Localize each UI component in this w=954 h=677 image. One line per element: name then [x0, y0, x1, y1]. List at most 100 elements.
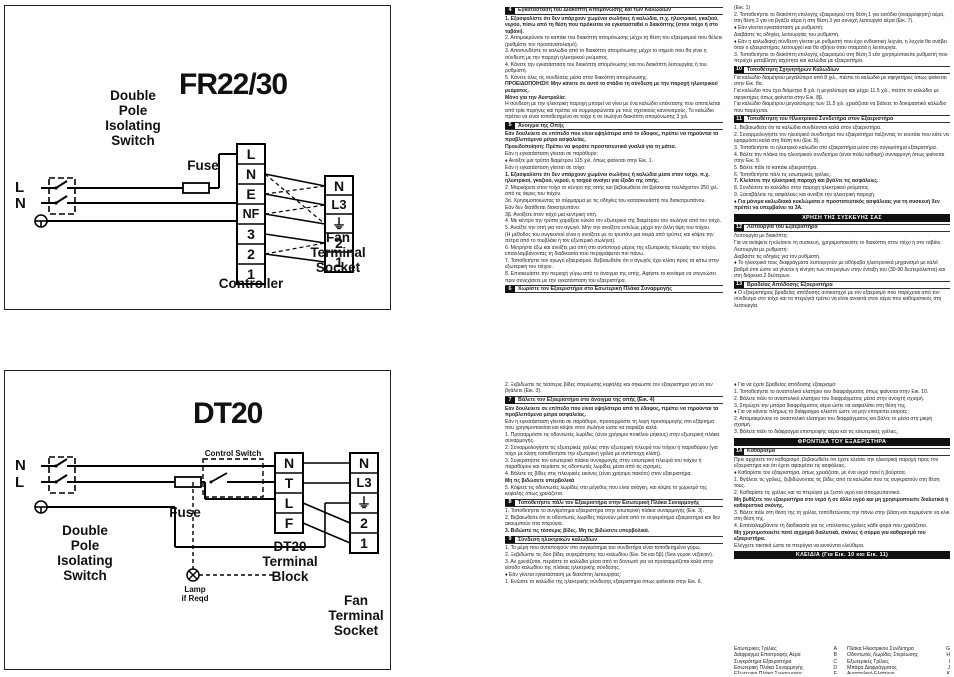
paragraph: 6. Τοποθετήστε πάλι τις εσωτερικές γρίλι… — [734, 171, 832, 178]
fr2230-title: FR22/30 — [179, 68, 288, 101]
paragraph: 7. Τοποθετήστε τον αγωγό εξαερισμού. Βεβ… — [505, 258, 720, 271]
dt20-fan-terminal-earth: ⏚ — [357, 495, 371, 511]
dt20-control-switch-label: Control Switch — [204, 449, 262, 458]
paragraph: 3. Συγκρατήστε τον εσωτερικό πλάκα συναρ… — [505, 457, 702, 471]
paragraph: ♦ Καθαρίστε τον εξαεριστήρα, όπως χρειάζ… — [734, 470, 907, 477]
section-number: 14 — [734, 448, 744, 456]
dt20-block-terminal-f: F — [284, 515, 294, 531]
key-item-letter: E — [833, 671, 837, 674]
dt20-fan-label: Fan Terminal Socket — [328, 593, 384, 638]
paragraph: 2. Συναρμολογήστε τις εξωτερικές γρίλιες… — [505, 444, 718, 458]
dt20-fuse-label: Fuse — [169, 505, 201, 520]
paragraph: 2. Καθαρίστε τις γρίλιες και τα πτερύγια… — [734, 490, 901, 497]
dt20-switch-label: Double Pole Isolating Switch — [57, 523, 113, 583]
paragraph: 4. Επαναλαμβάνετε τη διαδικασία για τις … — [734, 523, 928, 530]
key-item-label: Εξωτερική Πλάκα Συναρμογής — [734, 671, 803, 674]
paragraph: ♦ Εάν η καλωδιακή σύνδεση γίνεται με ρυθ… — [734, 38, 947, 51]
paragraph: 2. Βεβαιωθείτε ότι οι οδοντωτές λωρίδες … — [505, 515, 721, 528]
paragraph: 3. Τοποθετήστε το διακόπτη επιλογής εξαε… — [734, 51, 948, 64]
dt20-block-label: DT20 Terminal Block — [262, 539, 318, 584]
dt20-diagram-panel: DT20 N L Double Pole Isolating Switch Fu… — [4, 370, 391, 670]
key-item-letter: J — [947, 664, 950, 671]
fr2230-fan-terminal-l3: L3 — [331, 197, 347, 212]
paragraph: ♦ Εάν γίνεται εγκατάσταση με ρυθμιστή: — [734, 24, 824, 31]
text-column-3: 2. Ξεβιδώστε τις τέσσερις βίδες στερέωση… — [505, 382, 723, 674]
paragraph: 3. Αποσυνδέστε το καλώδιο από το διακόπτ… — [505, 48, 707, 61]
section-title: Λειτουργία του Εξαεριστήρα — [747, 224, 818, 231]
paragraph: 1. Βγάλετε τις γρίλιες, ξεβιδώνοντας τις… — [734, 477, 940, 490]
key-item: Εσωτερικές Γρίλιες A — [734, 646, 837, 652]
paragraph: Εάν η εγκατάσταση γίνεται σε παράθυρο: — [505, 151, 598, 158]
paragraph: Διαβάστε τις οδηγίες για τον ρυθμιστή. — [734, 253, 821, 260]
fr2230-fuse-label: Fuse — [187, 158, 219, 173]
section-title: Τοποθέτηση Σχηνητήρων Καλωδίων — [747, 66, 840, 73]
paragraph: Μόνο για την Αυστραλία: — [505, 94, 566, 101]
paragraph: 1. Τοποθετήστε το αναστολικό ελατήριο το… — [734, 388, 929, 395]
paragraph: Η σύνδεση με την ηλεκτρική παροχή μπορεί… — [505, 101, 721, 120]
fr2230-fan-terminal-n: N — [333, 178, 345, 194]
paragraph: ♦ Ο εξαεριστήρας βραδείας απόδοσης αντικ… — [734, 290, 942, 309]
key-item-letter: H — [946, 652, 950, 659]
fr2230-fan-terminal-earth: ⏚ — [332, 216, 346, 232]
key-item-label: Αναστολικό Ελατήριο — [847, 671, 895, 674]
fr2230-diagram-panel: FR22/30 Double Pole Isolating Switch Fus… — [4, 5, 391, 310]
dt20-fan-terminal-2: 2 — [360, 515, 368, 531]
chapter-bar: ΚΛΕΙΔΙΑ (Για Εικ. 10 και Εικ. 11) — [734, 551, 950, 560]
fr2230-fan-terminal-2: 2 — [335, 235, 343, 251]
paragraph: 4. Βάλτε την πλάκα του ηλεκτρικού συνδετ… — [734, 151, 945, 164]
section-title: Βραδείας Απόδοσης Εξαεριστήρα — [747, 281, 833, 288]
fr2230-ctrl-terminal-2: 2 — [247, 246, 255, 262]
paragraph: 4. Με κέντρο την τρύπα χαράξετε κύκλο το… — [505, 218, 722, 225]
paragraph: 5. Ανοίξτε την οπή για τον αγωγό. Μην τη… — [505, 225, 711, 232]
paragraph: Μη τις βιδώσετε υπερβολικά — [505, 477, 575, 484]
section-title: Βάλετε τον Εξαεριστήρα στο άνοιγμα της ο… — [518, 396, 655, 403]
paragraph: 2. Βάλετε πάλι το αναστολικό ελατήριο το… — [734, 395, 925, 402]
key-item-letter: A — [833, 646, 837, 652]
dt20-block-terminal-n: N — [283, 455, 295, 471]
section-number: 7 — [505, 396, 515, 404]
paragraph: 1. Ενώστε το καλώδιο της ηλεκτρικής σύνδ… — [505, 578, 703, 585]
dt20-fan-terminal-n: N — [358, 455, 370, 471]
dt20-wiring-lines — [34, 452, 379, 582]
paragraph: 3. Βάλετε πάλι το διάφραγμα επιστροφής α… — [734, 429, 899, 436]
paragraph: 1. Εξασφαλίστε ότι δεν υπάρχουν χωμένοι … — [505, 16, 719, 35]
paragraph: Ελέγχετε τακτικά ώστε τα πτερύγια να κιν… — [734, 543, 865, 550]
paragraph: 2. Ξεβιδώστε τις δύο βίδες συγκράτησης τ… — [505, 552, 714, 559]
section-title: Χωρίστε τον Εξαεριστήρα στο Εσωτερική Πλ… — [518, 286, 673, 293]
paragraph: 2. Απομακρύνετε το αναστολικό ελατήριο τ… — [734, 416, 933, 429]
paragraph: 3. Σπρώχτε την μπάρα διαφράγματος αέρα ώ… — [734, 402, 907, 409]
section-number: 11 — [734, 115, 744, 123]
paragraph: Μη βυθίζετε τον εξαεριστήρα στο νερό ή σ… — [734, 496, 949, 510]
paragraph: Λειτουργία με ρυθμιστή: — [734, 246, 788, 253]
paragraph: 8. Συνδέσετε το καλώδιο στην παροχή ηλεκ… — [734, 185, 870, 192]
paragraph: 5. Βάλτε πάλι το καπάκι εξαεριστήρα. — [734, 164, 818, 171]
paragraph: Για καλώδιο που έχει διάμετρο 8 χιλ. ή μ… — [734, 88, 939, 101]
fr2230-ctrl-terminal-nf: NF — [242, 207, 260, 221]
key-item: Εξωτερική Πλάκα Συναρμογής E — [734, 671, 837, 674]
fr2230-l-label: L — [15, 179, 25, 196]
key-item-letter: D — [833, 664, 837, 671]
key-item-label: Εσωτερικές Γρίλιες — [734, 646, 777, 652]
paragraph: 1. Βεβαιωθείτε ότι τα καλώδια συνδέονται… — [734, 124, 882, 131]
paragraph: 9. Ξαναβάλετε τις ασφάλειες και ανοίξτε … — [734, 192, 876, 199]
paragraph: Για καλώδιο διαμέτρου μεγαλύτερο από 8 χ… — [734, 75, 947, 88]
paragraph: 3. Τοποθετήστε το ηλεκτρικό καλώδιο στο … — [734, 144, 938, 151]
section-number: 13 — [734, 281, 744, 289]
paragraph: 1. Τοποθετήστε το συγκρότημα εξαεριστήρα… — [505, 508, 704, 515]
paragraph: Πριν αρχίσετε τον καθαρισμό, βεβαιωθείτε… — [734, 457, 939, 470]
key-item-letter: C — [833, 658, 837, 665]
chapter-bar: ΧΡΗΣΗ ΤΗΣ ΣΥΣΚΕΥΗΣ ΣΑΣ — [734, 213, 950, 222]
paragraph: (Εικ. 1) — [734, 5, 751, 11]
